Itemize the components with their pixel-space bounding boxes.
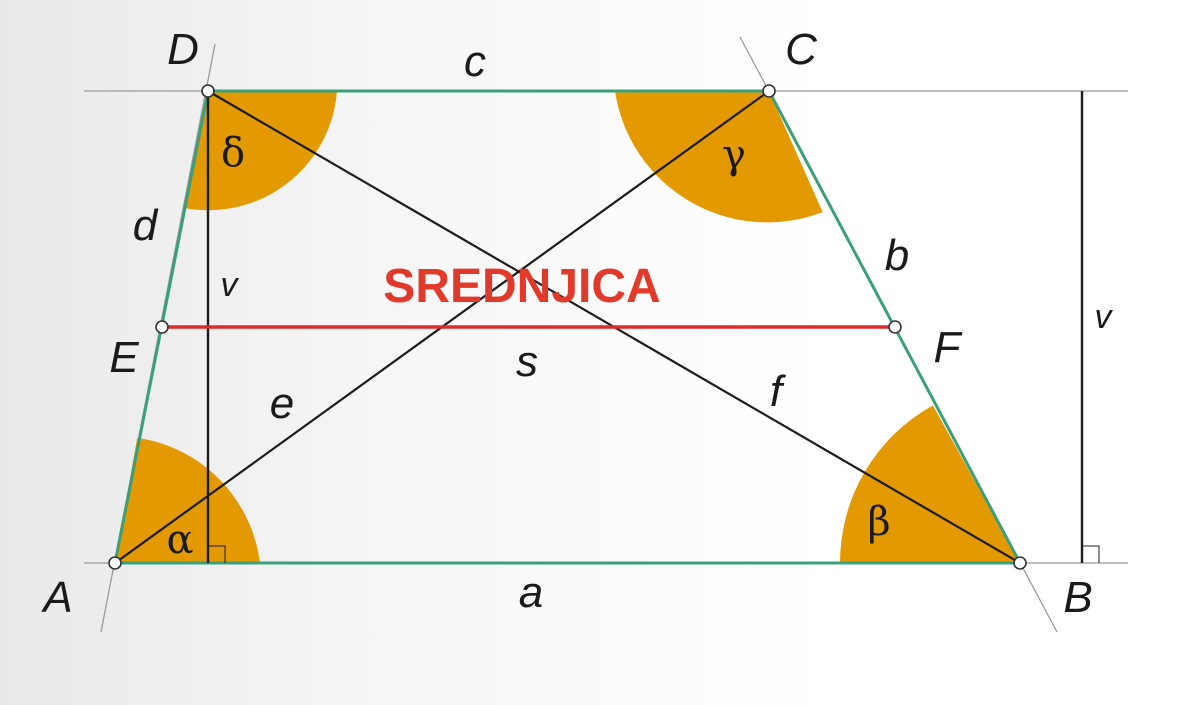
- label-angle-beta: β: [867, 499, 890, 545]
- label-vertex-F: F: [934, 323, 963, 372]
- angle-gamma-sector: [615, 91, 823, 223]
- label-height-inner: v: [221, 266, 240, 304]
- angle-beta-sector: [840, 405, 1020, 563]
- label-diagonal-e: e: [270, 379, 294, 428]
- angle-alpha-sector: [115, 437, 260, 563]
- label-vertex-E: E: [109, 333, 139, 382]
- label-side-a: a: [519, 568, 543, 617]
- label-vertex-B: B: [1063, 573, 1092, 622]
- label-vertex-D: D: [167, 25, 199, 74]
- point-D: [201, 84, 215, 98]
- title-srednjica: SREDNJICA: [383, 260, 660, 313]
- right-angle-mark-inner: [208, 545, 226, 563]
- point-F: [888, 320, 902, 334]
- right-angle-mark-outer: [1082, 545, 1100, 563]
- label-height-outer: v: [1095, 298, 1114, 336]
- angle-delta-sector: [185, 91, 337, 211]
- label-midline-s: s: [516, 337, 538, 386]
- point-A: [108, 556, 122, 570]
- label-angle-alpha: α: [166, 517, 193, 563]
- angle-sectors: [115, 91, 1020, 563]
- points: [108, 84, 1027, 570]
- label-vertex-A: A: [40, 573, 72, 622]
- label-diagonal-f: f: [770, 367, 787, 416]
- point-E: [155, 320, 169, 334]
- label-side-c: c: [464, 37, 486, 86]
- label-angle-delta: δ: [221, 130, 245, 176]
- point-C: [762, 84, 776, 98]
- label-side-d: d: [133, 201, 159, 250]
- label-vertex-C: C: [785, 25, 818, 74]
- point-B: [1013, 556, 1027, 570]
- label-side-b: b: [885, 231, 909, 280]
- label-angle-gamma: γ: [722, 132, 746, 178]
